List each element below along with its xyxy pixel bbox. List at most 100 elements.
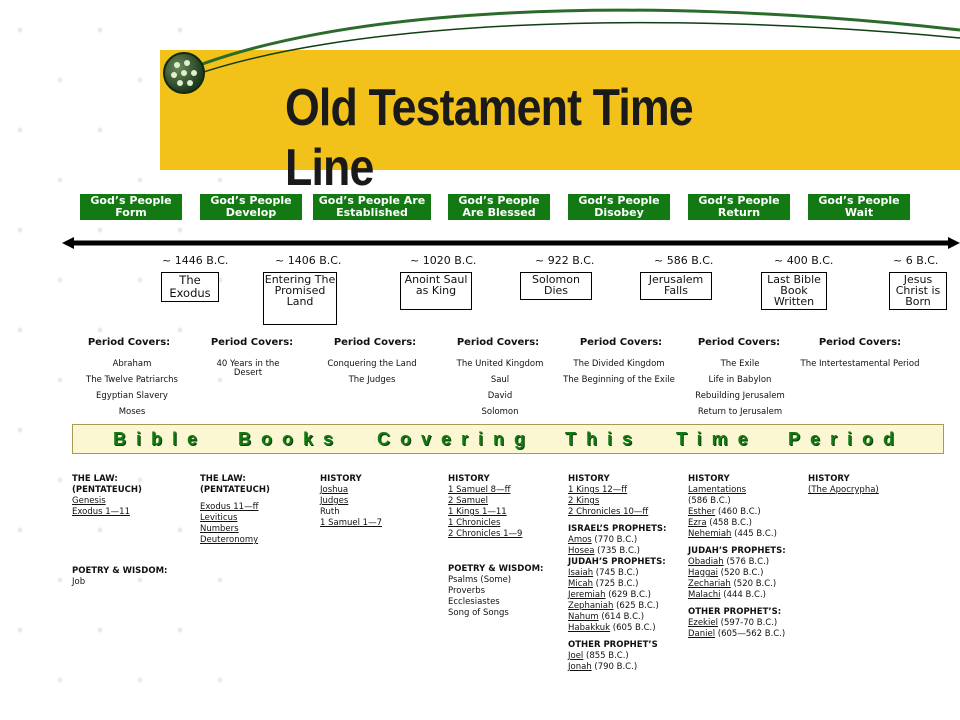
book-link[interactable]: Ezra — [688, 518, 707, 528]
book-link[interactable]: 2 Chronicles 10—ff — [568, 507, 649, 517]
section-heading: OTHER PROPHET’S: — [688, 607, 782, 617]
period-list: The Intertestamental Period — [800, 360, 920, 376]
book-link[interactable]: Amos — [568, 535, 592, 545]
date-jesus: ~ 6 B.C. — [893, 254, 939, 267]
period-item: The United Kingdom — [456, 359, 544, 369]
section-heading: OTHER PROPHET’S — [568, 640, 658, 650]
period-list: The Divided Kingdom The Beginning of the… — [559, 360, 679, 392]
era-return: God’s People Return — [688, 194, 790, 220]
section-heading: POETRY & WISDOM: — [72, 566, 168, 576]
period-covers-heading: Period Covers: — [210, 337, 294, 348]
banner-word: Covering — [377, 429, 536, 449]
book-link[interactable]: Judges — [320, 496, 349, 506]
book-link[interactable]: Joel — [568, 651, 584, 661]
swoosh-decoration — [181, 8, 960, 79]
book-link[interactable]: (The Apocrypha) — [808, 485, 879, 495]
book-entry: Esther (460 B.C.) — [688, 507, 806, 518]
book-link[interactable]: 2 Chronicles 1—9 — [448, 529, 523, 539]
book-entry: Joel (855 B.C.) — [568, 651, 686, 662]
book-date: (520 B.C.) — [717, 568, 764, 578]
banner-word: Books — [238, 429, 344, 449]
book-link[interactable]: Habakkuk — [568, 623, 611, 633]
period-covers-heading: Period Covers: — [456, 337, 540, 348]
book-date: (605 B.C.) — [610, 623, 656, 633]
book-link[interactable]: Nahum — [568, 612, 599, 622]
era-disobey: God’s People Disobey — [568, 194, 670, 220]
book-link[interactable]: Jonah — [568, 662, 592, 672]
banner-word: Bible — [113, 429, 208, 449]
book-link[interactable]: Ezekiel — [688, 618, 718, 628]
book-entry: Ezekiel (597-70 B.C.) — [688, 618, 806, 629]
book-date: (520 B.C.) — [730, 579, 777, 589]
book-entry: Ezra (458 B.C.) — [688, 518, 806, 529]
period-item: Life in Babylon — [708, 375, 772, 385]
book-link[interactable]: 1 Kings 12—ff — [568, 485, 628, 495]
book-link[interactable]: Exodus 1—11 — [72, 507, 130, 517]
period-list: 40 Years in the Desert — [203, 360, 293, 385]
book-entry: Nehemiah (445 B.C.) — [688, 529, 806, 540]
book-link[interactable]: Nehemiah — [688, 529, 732, 539]
book-link[interactable]: 2 Samuel — [448, 496, 488, 506]
book-link[interactable]: Obadiah — [688, 557, 724, 567]
period-covers-heading: Period Covers: — [333, 337, 417, 348]
book-link[interactable]: Numbers — [200, 524, 239, 534]
book-link[interactable]: Daniel — [688, 629, 716, 639]
book-link[interactable]: Leviticus — [200, 513, 238, 523]
book-date: (625 B.C.) — [613, 601, 659, 611]
event-last-book: Last Bible Book Written — [761, 272, 827, 310]
event-solomon: Solomon Dies — [520, 272, 592, 300]
section-heading: (PENTATEUCH) — [200, 485, 270, 495]
book-name: Psalms (Some) — [448, 575, 512, 585]
book-date: (576 B.C.) — [723, 557, 770, 567]
book-link[interactable]: Jeremiah — [568, 590, 606, 600]
timeline-axis — [62, 237, 960, 249]
book-link[interactable]: Joshua — [320, 485, 349, 495]
book-entry: Jonah (790 B.C.) — [568, 662, 686, 673]
era-develop: God’s People Develop — [200, 194, 302, 220]
book-link[interactable]: Lamentations — [688, 485, 747, 495]
title-banner — [160, 50, 960, 170]
book-link[interactable]: Exodus 11—ff — [200, 502, 259, 512]
book-link[interactable]: Isaiah — [568, 568, 594, 578]
book-link[interactable]: Genesis — [72, 496, 106, 506]
logo-globe-icon — [163, 52, 205, 94]
book-link[interactable]: Malachi — [688, 590, 721, 600]
period-covers-heading: Period Covers: — [87, 337, 171, 348]
bible-books-banner: Bible Books Covering This Time Period — [72, 424, 944, 454]
section-heading: THE LAW: — [72, 474, 118, 484]
book-date: (735 B.C.) — [594, 546, 640, 556]
book-entry: Malachi (444 B.C.) — [688, 590, 806, 601]
book-link[interactable]: Zechariah — [688, 579, 731, 589]
books-column: HISTORY(The Apocrypha) — [808, 474, 926, 496]
book-link[interactable]: Esther — [688, 507, 716, 517]
period-list: Conquering the Land The Judges — [312, 360, 432, 392]
book-entry: Micah (725 B.C.) — [568, 579, 686, 590]
book-date: (790 B.C.) — [591, 662, 638, 672]
book-link[interactable]: Zephaniah — [568, 601, 614, 611]
book-link[interactable]: 1 Kings 1—11 — [448, 507, 507, 517]
book-link[interactable]: Deuteronomy — [200, 535, 259, 545]
book-link[interactable]: 1 Chronicles — [448, 518, 501, 528]
book-date: (460 B.C.) — [715, 507, 761, 517]
book-link[interactable]: Micah — [568, 579, 593, 589]
date-promised-land: ~ 1406 B.C. — [275, 254, 342, 267]
book-entry: Obadiah (576 B.C.) — [688, 557, 806, 568]
period-item: 40 Years in the Desert — [216, 359, 280, 378]
book-link[interactable]: 1 Samuel 8—ff — [448, 485, 511, 495]
period-covers-heading: Period Covers: — [697, 337, 781, 348]
book-entry: Habakkuk (605 B.C.) — [568, 623, 686, 634]
book-link[interactable]: 2 Kings — [568, 496, 600, 506]
period-covers-heading: Period Covers: — [579, 337, 663, 348]
period-covers-heading: Period Covers: — [818, 337, 902, 348]
banner-word: Time — [676, 429, 758, 449]
book-link[interactable]: Hosea — [568, 546, 595, 556]
section-heading: HISTORY — [568, 474, 610, 484]
book-link[interactable]: 1 Samuel 1—7 — [320, 518, 382, 528]
date-exodus: ~ 1446 B.C. — [162, 254, 229, 267]
book-link[interactable]: Haggai — [688, 568, 718, 578]
section-heading: ISRAEL’S PROPHETS: — [568, 524, 667, 534]
section-heading: HISTORY — [688, 474, 730, 484]
book-date: (605—562 B.C.) — [715, 629, 786, 639]
